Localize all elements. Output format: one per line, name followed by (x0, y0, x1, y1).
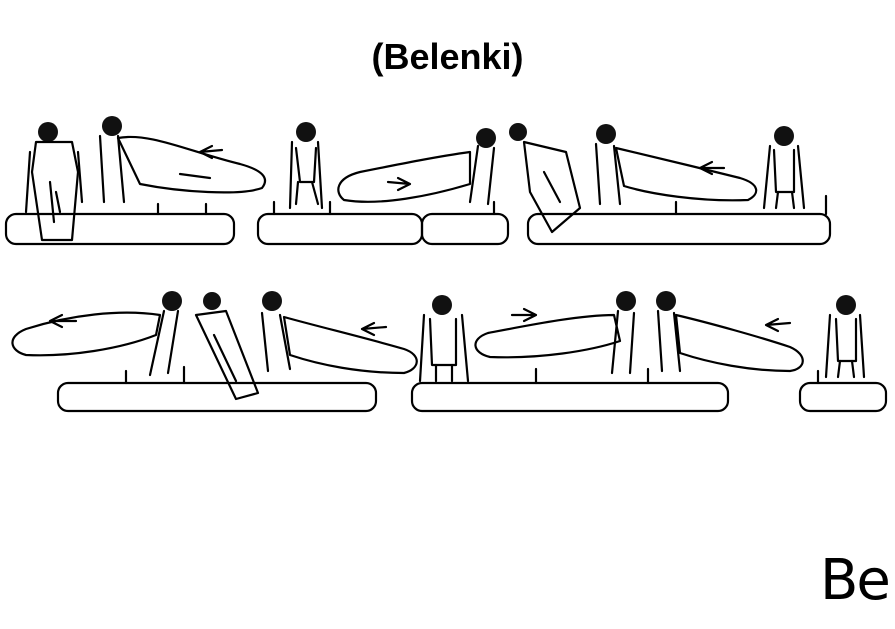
sequence-row-2 (11, 291, 888, 413)
pommel-horse-segment (420, 200, 510, 246)
gymnast-figure (260, 291, 418, 375)
sequence-row-1 (4, 116, 832, 246)
corner-label: Be (820, 548, 891, 613)
pommel-horse-segment (410, 367, 730, 413)
gymnast-figure (418, 295, 470, 383)
pommel-horse-segment (798, 369, 888, 413)
page-title: (Belenki) (371, 36, 524, 77)
pommel-horse-segment (526, 194, 832, 246)
pommel-horse-segment (56, 365, 378, 413)
pommel-horse-segment (256, 200, 424, 246)
pommel-horse-segment (4, 202, 236, 246)
gymnast-figure (98, 116, 267, 204)
gymnast-figure (337, 128, 496, 206)
gymnast-figure (194, 292, 260, 401)
gymnast-figure (594, 124, 758, 206)
gymnast-figure (509, 123, 582, 234)
gymnast-figure (288, 122, 324, 210)
gymnast-figure (474, 291, 636, 375)
gymnast-figure (24, 122, 84, 242)
gymnast-figure (656, 291, 804, 373)
gymnast-figure (762, 126, 806, 210)
gymnast-figure (824, 295, 866, 379)
gymnast-figure (11, 291, 182, 377)
